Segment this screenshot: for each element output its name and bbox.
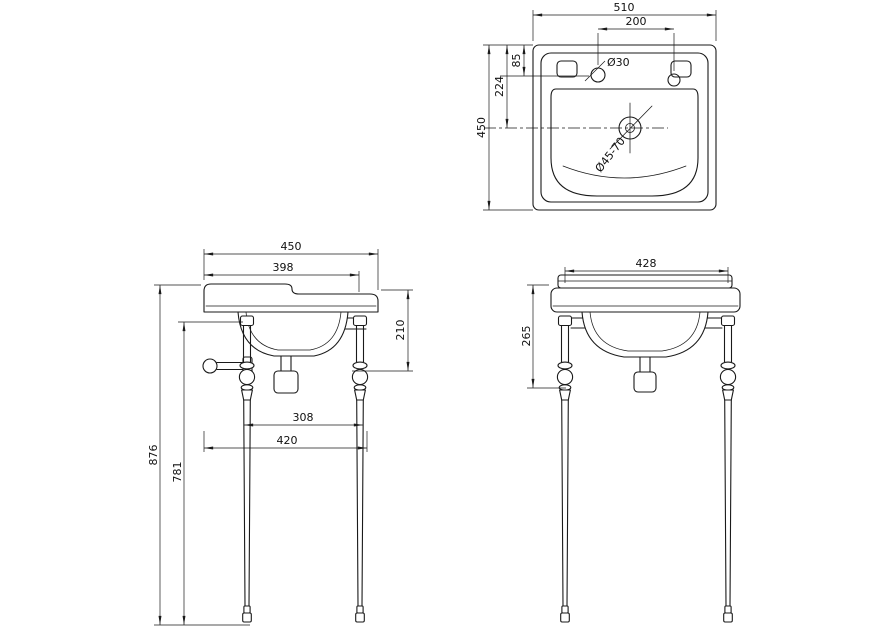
front-left-leg bbox=[556, 315, 574, 623]
dim-plan-depth: 450 bbox=[475, 45, 533, 211]
counter-side bbox=[203, 283, 379, 313]
front-right-leg bbox=[719, 315, 737, 623]
bowl-front-inner bbox=[589, 311, 701, 352]
overflow-slot-left bbox=[556, 60, 578, 78]
dim-label-308: 308 bbox=[293, 411, 314, 424]
dim-label-428: 428 bbox=[636, 257, 657, 270]
dim-label-tap-dia: Ø30 bbox=[607, 56, 630, 69]
dim-label-85: 85 bbox=[510, 54, 523, 68]
dim-label-781: 781 bbox=[171, 462, 184, 483]
bowl-side bbox=[237, 311, 349, 357]
dim-label-398: 398 bbox=[273, 261, 294, 274]
dim-side-depth: 450 bbox=[203, 240, 379, 290]
label-tap-diameter: Ø30 bbox=[584, 56, 630, 82]
dim-stand-height: 781 bbox=[171, 321, 243, 625]
waste-trap-front bbox=[633, 356, 657, 393]
waste-assembly-plan bbox=[609, 102, 653, 154]
dim-stand-depth: 420 bbox=[203, 431, 368, 452]
dim-stand-width: 428 bbox=[564, 257, 729, 283]
bowl-front bbox=[581, 311, 709, 358]
dim-basin-depth: 398 bbox=[204, 261, 360, 292]
side-back-leg bbox=[351, 315, 369, 623]
dim-top-to-bowl: 210 bbox=[352, 289, 413, 372]
splashback-front bbox=[557, 274, 733, 289]
dim-label-224: 224 bbox=[493, 76, 506, 97]
dim-tap-centres: 200 bbox=[597, 15, 675, 71]
dim-label-510: 510 bbox=[614, 1, 635, 14]
tap-holes bbox=[556, 60, 692, 87]
overflow-slot-right bbox=[670, 60, 692, 78]
front-dimensions: 428 265 bbox=[520, 257, 729, 389]
front-view: 428 265 bbox=[520, 257, 741, 623]
waste-trap-side bbox=[273, 355, 299, 394]
plan-view: 510 200 85 224 450 bbox=[475, 1, 717, 211]
dim-label-200: 200 bbox=[626, 15, 647, 28]
side-dimensions: 450 398 876 781 210 bbox=[147, 240, 413, 626]
bowl-plan bbox=[550, 88, 699, 197]
dim-label-210: 210 bbox=[394, 320, 407, 341]
tap-hole-right bbox=[667, 73, 681, 87]
basin-plan-outline bbox=[532, 44, 717, 211]
dim-overall-height: 876 bbox=[147, 284, 250, 626]
dim-top-to-frame: 265 bbox=[520, 284, 566, 389]
console-side bbox=[203, 283, 379, 357]
dim-rim-to-waste: 224 bbox=[493, 45, 509, 128]
dim-label-420: 420 bbox=[277, 434, 298, 447]
bowl-floor-curve bbox=[562, 165, 687, 179]
dim-overall-width: 510 bbox=[532, 1, 717, 41]
dim-label-450-plan: 450 bbox=[475, 117, 488, 138]
towel-rail-knob bbox=[202, 358, 218, 374]
dim-label-265: 265 bbox=[520, 326, 533, 347]
side-view: 450 398 876 781 210 bbox=[147, 240, 413, 626]
counter-front bbox=[550, 287, 741, 313]
console-front bbox=[550, 274, 741, 358]
dim-label-876: 876 bbox=[147, 445, 160, 466]
dim-leg-centres: 308 bbox=[244, 411, 363, 427]
dim-label-450-side: 450 bbox=[281, 240, 302, 253]
